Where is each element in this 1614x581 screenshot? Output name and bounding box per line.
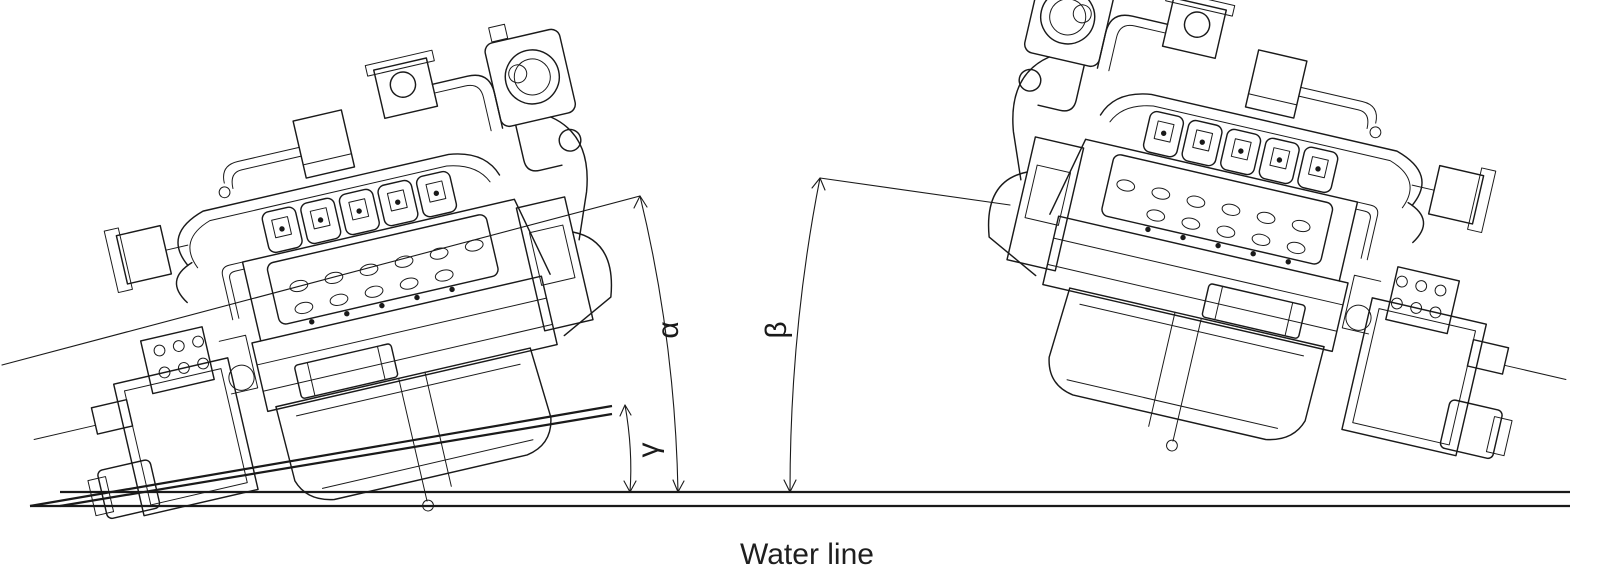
- gamma-dimension-arc: [619, 404, 637, 493]
- beta-label: β: [760, 321, 793, 338]
- alpha-dimension-arc: [633, 195, 685, 493]
- water-line: [30, 490, 1570, 508]
- engine-drawing-left: [0, 11, 658, 581]
- engine-axis-line-left: [1, 195, 641, 366]
- beta-dimension-arc: [783, 177, 826, 493]
- inclined-base-line: [29, 404, 613, 508]
- water-line-caption: Water line: [740, 538, 874, 571]
- alpha-label: α: [652, 321, 685, 338]
- gamma-label: γ: [632, 443, 665, 458]
- engine-drawing-right: [942, 0, 1614, 535]
- engine-axis-line-right: [819, 177, 1011, 206]
